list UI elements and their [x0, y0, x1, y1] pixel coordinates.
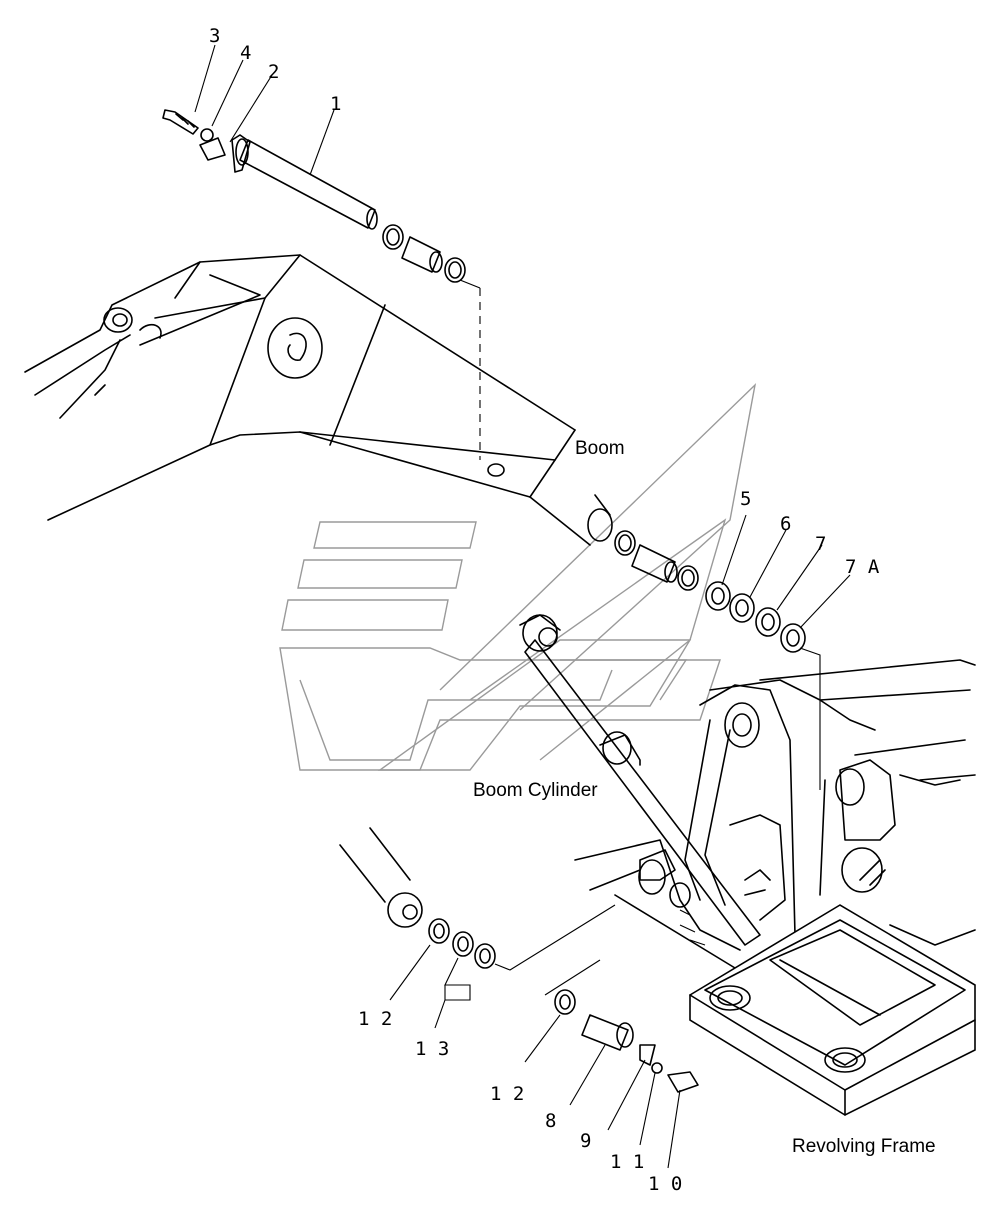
callout-12-right: 1 2 — [490, 1083, 525, 1105]
boom-cylinder-drawing — [519, 614, 761, 946]
callout-7a: 7 A — [845, 556, 880, 578]
callout-8: 8 — [545, 1110, 557, 1132]
callout-12-left: 1 2 — [358, 1008, 393, 1030]
callout-9: 9 — [580, 1130, 592, 1152]
watermark-logo — [279, 382, 757, 771]
callout-5: 5 — [740, 488, 752, 510]
cylinder-foot-pin-assembly — [339, 827, 699, 1169]
boom-label: Boom — [575, 438, 625, 459]
callout-13: 1 3 — [415, 1038, 450, 1060]
callout-10: 1 0 — [648, 1173, 683, 1195]
callout-11: 1 1 — [610, 1151, 645, 1173]
callout-3: 3 — [209, 25, 221, 47]
revolving-frame-drawing — [574, 659, 976, 969]
revolving-frame-label: Revolving Frame — [792, 1136, 936, 1157]
boom-cylinder-label: Boom Cylinder — [473, 780, 598, 801]
callout-4: 4 — [240, 42, 252, 64]
boom-drawing — [24, 254, 591, 546]
callout-6: 6 — [780, 513, 792, 535]
callout-2: 2 — [268, 61, 280, 83]
callout-1: 1 — [330, 93, 342, 115]
cylinder-head-pin-assembly — [587, 494, 851, 790]
frame-base-drawing — [689, 904, 976, 1116]
callout-7: 7 — [815, 533, 827, 555]
top-pin-assembly — [162, 44, 466, 283]
